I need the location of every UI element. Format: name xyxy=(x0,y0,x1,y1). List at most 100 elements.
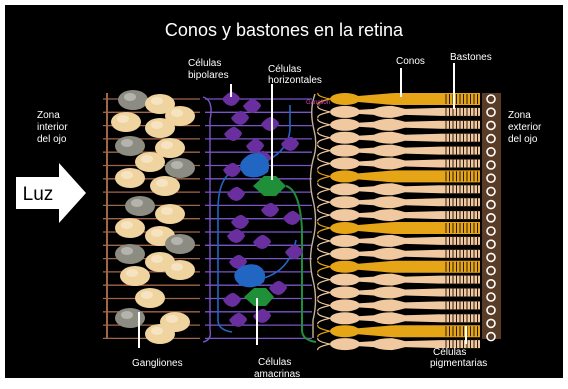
bipolar-cell xyxy=(227,186,245,201)
pigment-granule xyxy=(486,331,496,342)
pigment-granule xyxy=(486,173,496,183)
bipolar-cell xyxy=(253,234,271,249)
amacrine-label-line1: Células xyxy=(258,357,291,368)
ganglion-cell xyxy=(155,204,185,224)
bipolar-cell xyxy=(222,91,240,106)
synapse xyxy=(317,182,331,196)
rod-body xyxy=(330,299,360,312)
bipolar-cell xyxy=(231,214,249,229)
ganglion-highlight xyxy=(171,161,183,169)
synapse xyxy=(317,118,331,132)
horizontal-process xyxy=(263,239,297,279)
outer-zone-label-line3: del ojo xyxy=(508,134,538,145)
amacrine-cell xyxy=(253,176,286,196)
pigment-label-line1: Células xyxy=(433,347,466,358)
ganglion-highlight xyxy=(124,93,136,101)
ganglion-cell xyxy=(115,218,145,238)
ganglion-tiny-label: Ganglion xyxy=(306,100,330,106)
synapse xyxy=(317,221,331,235)
rod-segment xyxy=(358,131,440,144)
pigment-granule xyxy=(486,94,496,104)
ganglion-cells xyxy=(111,90,195,344)
cone-segment xyxy=(358,260,480,273)
rod-body xyxy=(330,131,360,144)
synapse xyxy=(317,157,331,170)
cone-segment xyxy=(358,222,480,234)
bipolar-cell xyxy=(229,254,247,269)
bipolar-cell xyxy=(231,110,249,125)
ganglion-highlight xyxy=(117,115,129,123)
rod-body xyxy=(330,286,360,299)
ganglion-cell xyxy=(125,196,155,216)
ganglion-highlight xyxy=(121,311,133,319)
bipolar-bracket xyxy=(202,96,212,343)
pigment-granule xyxy=(486,186,496,197)
amacrine-process xyxy=(285,185,317,343)
pigment-granule xyxy=(486,252,496,263)
rod-segment xyxy=(358,273,440,286)
cone-body xyxy=(330,170,360,183)
rod-segment xyxy=(358,196,440,209)
ganglion-cell xyxy=(165,234,195,254)
cone-segment xyxy=(358,170,480,183)
pigment-layer xyxy=(482,93,501,342)
ganglion-highlight xyxy=(121,139,133,147)
ganglia-label: Gangliones xyxy=(132,358,183,369)
synapse xyxy=(317,337,331,351)
ganglion-highlight xyxy=(121,171,133,179)
bipolar-cell xyxy=(243,98,261,113)
horizontal-label-line2: horizontales xyxy=(268,75,322,86)
ganglion-cell xyxy=(135,152,165,172)
ganglion-cell xyxy=(118,90,148,110)
inner-zone-label-line3: del ojo xyxy=(37,134,67,145)
ganglion-cell xyxy=(145,324,175,344)
ganglion-highlight xyxy=(171,237,183,245)
ganglion-highlight xyxy=(121,247,133,255)
ganglion-cell xyxy=(115,136,145,156)
rod-segment xyxy=(358,144,440,157)
ganglion-cell xyxy=(115,244,145,264)
ganglion-highlight xyxy=(121,221,133,229)
ganglion-cell xyxy=(165,260,195,280)
pigment-granule xyxy=(486,226,496,236)
rod-body xyxy=(330,209,360,222)
rod-body xyxy=(330,247,360,260)
ganglion-cell xyxy=(155,138,185,158)
light-arrow xyxy=(16,163,86,223)
bipolar-cell xyxy=(224,126,242,141)
rod-body xyxy=(330,273,360,286)
rod-segment xyxy=(358,157,440,170)
bipolar-cell xyxy=(269,280,287,295)
amacrine-label-line2: amacrinas xyxy=(254,369,300,380)
amacrine-cell xyxy=(244,288,274,306)
ganglion-highlight xyxy=(161,141,173,149)
ganglion-cell xyxy=(145,94,175,114)
rod-body xyxy=(330,144,360,157)
ganglion-highlight xyxy=(151,121,163,129)
rods-label: Bastones xyxy=(450,52,492,63)
pigment-granule xyxy=(486,265,496,276)
rod-body xyxy=(330,105,360,118)
pigment-granule xyxy=(486,305,496,316)
synapse xyxy=(317,208,331,222)
bipolar-layer xyxy=(222,91,303,327)
pigment-granule xyxy=(486,160,496,170)
ganglion-cell xyxy=(150,176,180,196)
cone-segment xyxy=(358,325,480,338)
cones-label: Conos xyxy=(396,56,425,67)
inner-zone-label-line2: interior xyxy=(37,122,68,133)
ganglion-highlight xyxy=(171,109,183,117)
ganglion-highlight xyxy=(151,97,163,105)
bipolar-label-line1: Células xyxy=(188,58,221,69)
synapse xyxy=(317,105,331,119)
bipolar-cell xyxy=(283,210,301,225)
bipolar-cell xyxy=(285,244,303,259)
cone-body xyxy=(330,325,360,338)
ganglion-cell xyxy=(135,288,165,308)
rod-body xyxy=(330,118,360,131)
ganglion-cell xyxy=(165,158,195,178)
synapse xyxy=(317,92,331,106)
pigment-granule xyxy=(486,120,496,131)
ganglion-highlight xyxy=(171,263,183,271)
